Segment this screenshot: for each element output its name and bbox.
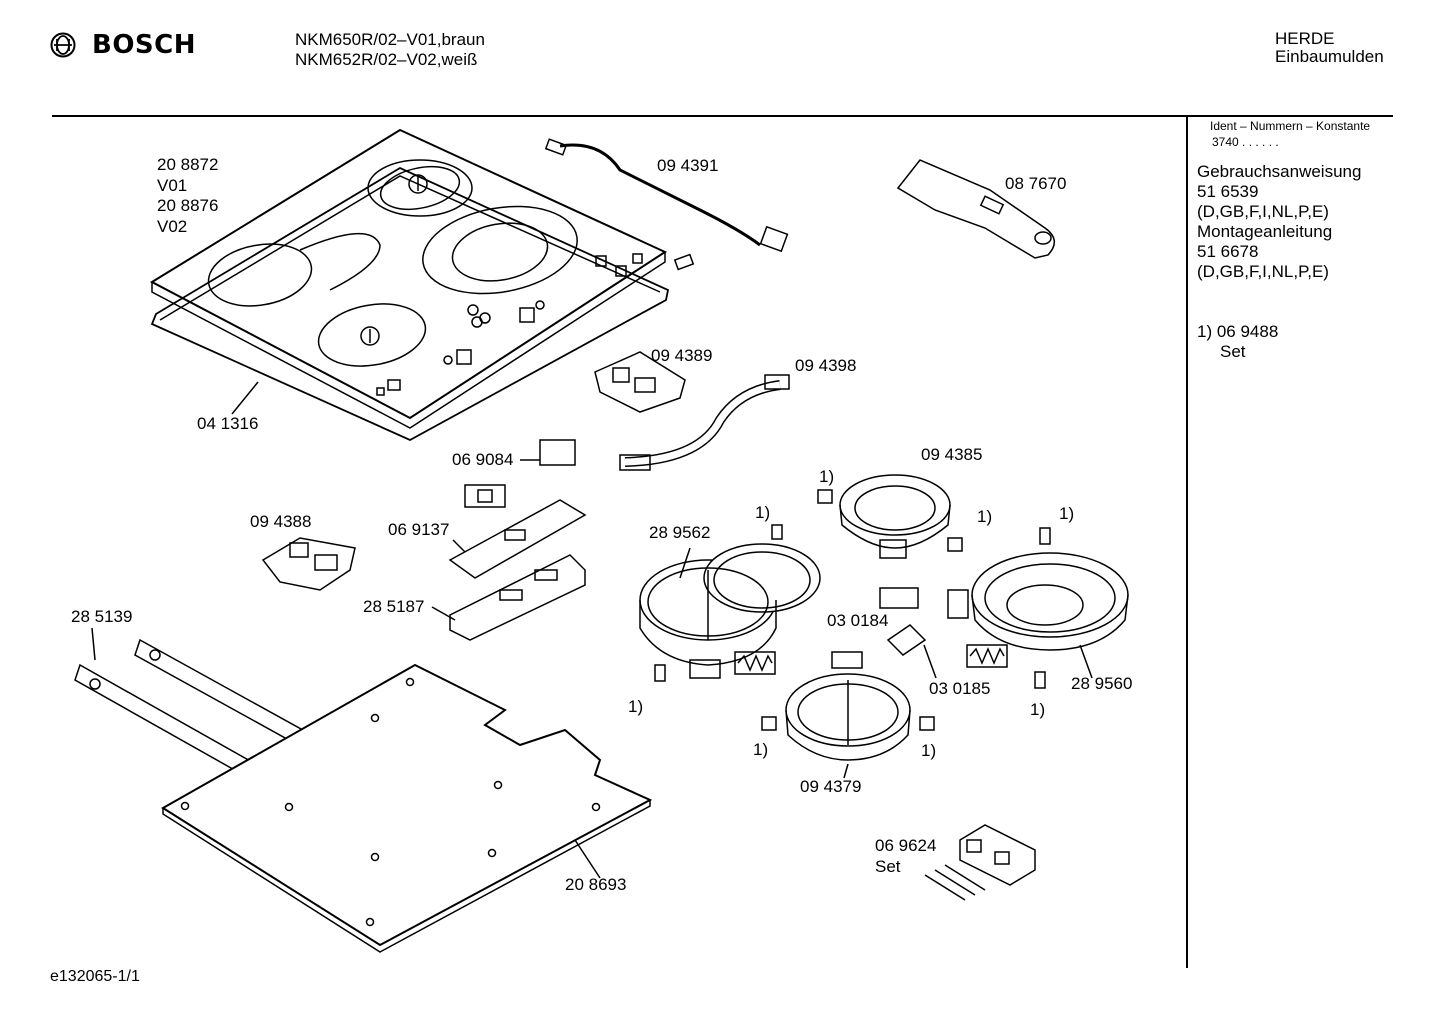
resistor-symbols: [734, 644, 1008, 675]
terminal-030184: [879, 587, 919, 609]
part-number: 09 4388: [250, 512, 312, 531]
scraper-087670: [896, 159, 1055, 259]
part-number: 20 8872: [157, 155, 219, 174]
document-code: e132065-1/1: [50, 968, 140, 985]
category-sub: Einbaumulden: [1275, 47, 1384, 66]
leader-line: [231, 381, 259, 415]
footnote-marker: 1): [755, 503, 771, 522]
leader-line: [843, 763, 849, 779]
category: HERDE Einbaumulden: [1275, 30, 1384, 66]
model-v02: NKM652R/02–V02,weiß: [295, 50, 478, 69]
heater-094379: [785, 651, 911, 761]
model-list: NKM650R/02–V01,braun NKM652R/02–V02,weiß: [295, 30, 485, 70]
ribbon-cable-094398: [619, 374, 790, 471]
part-number: 09 4389: [651, 346, 713, 365]
part-number: 28 5139: [71, 607, 133, 626]
cooktop-glass: [149, 128, 670, 442]
leader-line: [91, 627, 96, 661]
part-number: 09 4398: [795, 356, 857, 375]
konstante-value: 3740 . . . . . .: [1212, 135, 1279, 149]
leader-line: [574, 839, 601, 879]
part-number: 06 9084: [452, 450, 514, 469]
ident-label: Ident – Nummern – Konstante: [1210, 119, 1371, 133]
part-number: 08 7670: [1005, 174, 1067, 193]
leader-line: [431, 606, 456, 621]
doc-line: 51 6678: [1197, 242, 1259, 261]
connector-set-069624: [924, 824, 1036, 901]
documents-list: Gebrauchsanweisung 51 6539 (D,GB,F,I,NL,…: [1197, 162, 1361, 282]
leader-line: [452, 539, 466, 553]
leader-line: [1079, 644, 1093, 679]
heater-094385: [839, 474, 951, 559]
doc-line: 51 6539: [1197, 182, 1259, 201]
leader-line: [679, 547, 691, 579]
variant-label: V02: [157, 217, 188, 236]
clips: [654, 489, 1051, 731]
part-number: 20 8693: [565, 875, 627, 894]
board-094389: [594, 351, 686, 413]
footnote: 1) 06 9488 Set: [1197, 322, 1278, 362]
part-number: 28 9560: [1071, 674, 1133, 693]
heater-289560: [947, 552, 1129, 651]
part-number: 03 0185: [929, 679, 991, 698]
brand-name: BOSCH: [92, 30, 196, 60]
set-label: Set: [875, 857, 901, 876]
model-v01: NKM650R/02–V01,braun: [295, 30, 485, 49]
doc-line: (D,GB,F,I,NL,P,E): [1197, 202, 1329, 221]
holder-285187: [449, 554, 586, 641]
footnote-marker: 1): [921, 741, 937, 760]
bosch-armature-icon: [50, 32, 76, 58]
footnote-marker: 1): [628, 697, 644, 716]
header-divider: [52, 115, 1393, 117]
bracket-030185: [886, 624, 927, 656]
sidebar-divider: [1186, 116, 1188, 968]
part-number: 03 0184: [827, 611, 889, 630]
heater-289562: [639, 543, 821, 679]
footnote-marker: 1): [1059, 504, 1075, 523]
footnote-set: Set: [1220, 342, 1246, 361]
footnote-marker: 1): [977, 507, 993, 526]
leader-line: [923, 644, 937, 679]
footnote-marker: 1): [753, 740, 769, 759]
frame-069137: [448, 499, 587, 579]
part-number: 28 9562: [649, 523, 711, 542]
part-number: 04 1316: [197, 414, 259, 433]
part-number: 09 4379: [800, 777, 862, 796]
part-number: 28 5187: [363, 597, 425, 616]
rails-285139: [74, 638, 331, 792]
part-number: 09 4385: [921, 445, 983, 464]
footnote-marker: 1): [1030, 700, 1046, 719]
footnote-number: 1) 06 9488: [1197, 322, 1279, 341]
part-number: 09 4391: [657, 156, 719, 175]
part-number: 20 8876: [157, 196, 219, 215]
board-094388: [261, 537, 356, 591]
category-main: HERDE: [1275, 29, 1335, 48]
part-number: 06 9137: [388, 520, 450, 539]
cable-094391: [544, 138, 789, 271]
part-number: 06 9624: [875, 836, 937, 855]
base-plate-208693: [161, 663, 653, 953]
footnote-marker: 1): [819, 467, 835, 486]
doc-line: Gebrauchsanweisung: [1197, 162, 1362, 181]
doc-line: (D,GB,F,I,NL,P,E): [1197, 262, 1329, 281]
variant-label: V01: [157, 176, 188, 195]
switch-069084: [464, 439, 576, 508]
brand-logo: BOSCH: [50, 30, 196, 60]
doc-line: Montageanleitung: [1197, 222, 1333, 241]
